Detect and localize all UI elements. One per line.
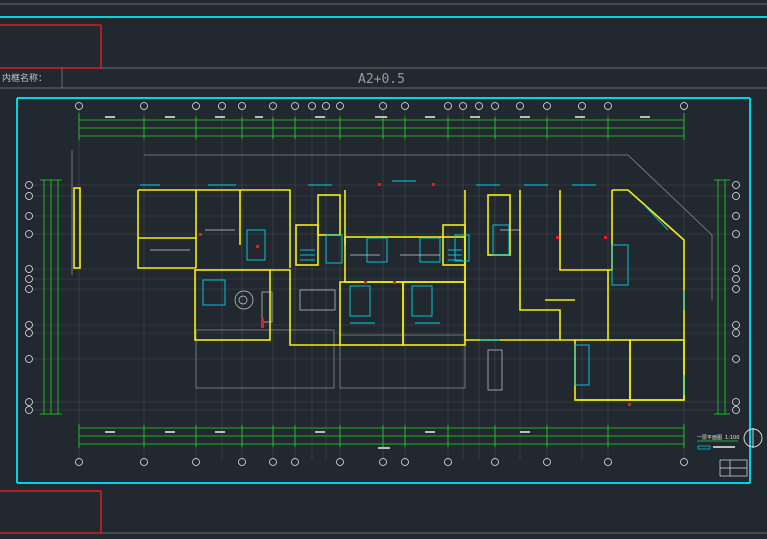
interior-fittings	[150, 229, 520, 391]
axis-grid	[28, 108, 740, 460]
title-block-top	[0, 24, 102, 69]
sheet-border	[0, 16, 767, 484]
axis-bubbles	[75, 102, 688, 466]
drawing-name-label: 内框名称：	[2, 74, 48, 84]
fixtures	[140, 180, 685, 395]
plan-legend	[697, 428, 763, 477]
overall-dimension: 47000	[378, 115, 388, 119]
dimension-text	[105, 116, 650, 449]
dimension-ticks	[143, 117, 609, 447]
plan-scale: 1:100	[725, 435, 739, 441]
plan-title: 一层平面图	[697, 435, 722, 441]
paper-size-label: A2+0.5	[358, 72, 405, 87]
side-axis-bubbles	[25, 181, 740, 414]
title-block-bottom	[0, 490, 102, 534]
dimension-lines	[40, 113, 730, 448]
column-markers	[199, 183, 631, 406]
building-outline	[71, 150, 713, 389]
title-block-lines	[0, 3, 767, 89]
walls	[73, 187, 685, 401]
